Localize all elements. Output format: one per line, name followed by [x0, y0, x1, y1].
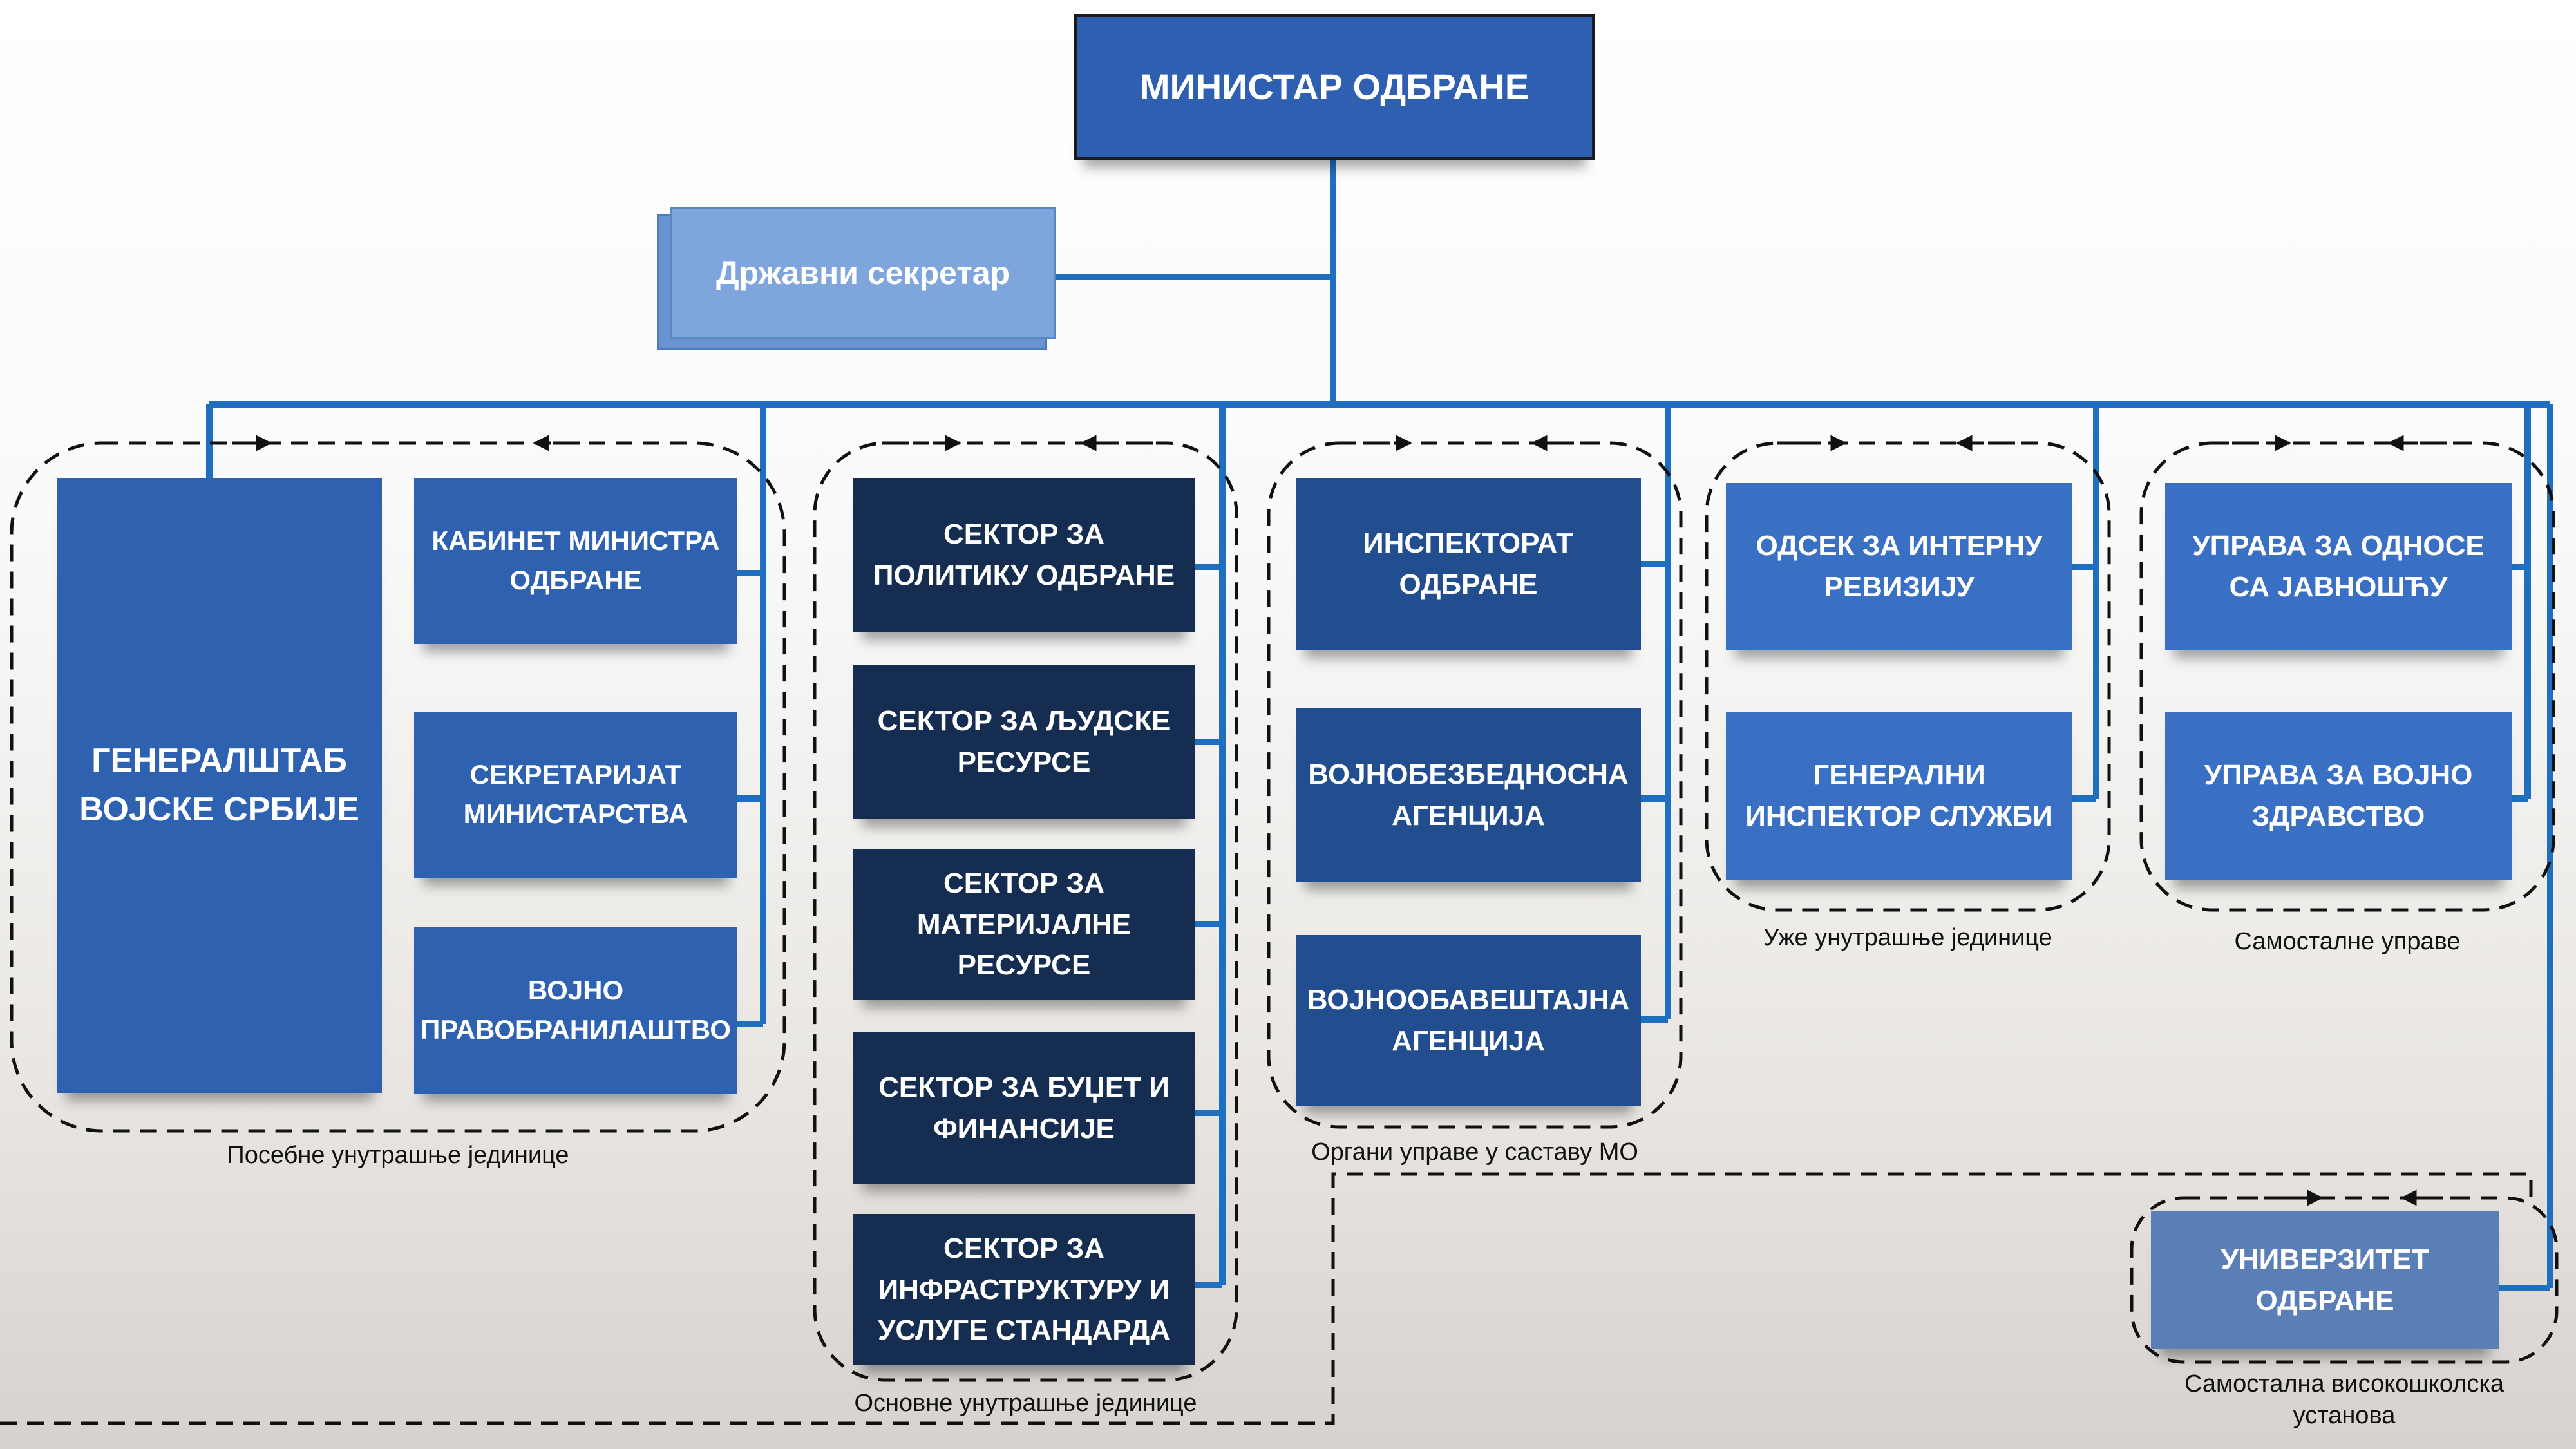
- core-unit-label: СЕКТОР ЗА БУЏЕТ И ФИНАНСИЈЕ: [878, 1071, 1170, 1144]
- special-unit-box: СЕКРЕТАРИЈАТ МИНИСТАРСТВА: [414, 712, 737, 878]
- general-staff-label: ГЕНЕРАЛШТАБ ВОЈСКЕ СРБИЈЕ: [79, 742, 359, 828]
- special-unit-label: КАБИНЕТ МИНИСТРА ОДБРАНЕ: [431, 526, 720, 595]
- general-staff-box: ГЕНЕРАЛШТАБ ВОЈСКЕ СРБИЈЕ: [57, 478, 382, 1093]
- special-units-caption: Посебне унутрашње јединице: [227, 1142, 569, 1169]
- core-unit-box: СЕКТОР ЗА ИНФРАСТРУКТУРУ И УСЛУГЕ СТАНДА…: [853, 1214, 1195, 1365]
- independent-admin-label: УПРАВА ЗА ОДНОСЕ СА ЈАВНОШЋУ: [2192, 530, 2485, 603]
- independent-admin-box: УПРАВА ЗА ВОЈНО ЗДРАВСТВО: [2165, 712, 2512, 880]
- admin-body-box: ИНСПЕКТОРАТ ОДБРАНЕ: [1296, 478, 1641, 650]
- university-box: УНИВЕРЗИТЕТ ОДБРАНЕ: [2151, 1211, 2499, 1349]
- admin-body-box: ВОЈНОБЕЗБЕДНОСНА АГЕНЦИЈА: [1296, 708, 1641, 882]
- core-unit-box: СЕКТОР ЗА БУЏЕТ И ФИНАНСИЈЕ: [853, 1032, 1195, 1184]
- narrow-unit-box: ГЕНЕРАЛНИ ИНСПЕКТОР СЛУЖБИ: [1726, 712, 2072, 880]
- university-caption: Самостална високошколска установа: [2184, 1370, 2504, 1430]
- independent-admin-label: УПРАВА ЗА ВОЈНО ЗДРАВСТВО: [2204, 759, 2473, 832]
- state-secretary-label: Државни секретар: [715, 255, 1010, 292]
- admin-body-label: ВОЈНОБЕЗБЕДНОСНА АГЕНЦИЈА: [1308, 759, 1629, 831]
- special-unit-label: СЕКРЕТАРИЈАТ МИНИСТАРСТВА: [463, 759, 688, 829]
- narrow-units-caption: Уже унутрашње јединице: [1763, 924, 2052, 951]
- core-unit-box: СЕКТОР ЗА ПОЛИТИКУ ОДБРАНЕ: [853, 478, 1195, 632]
- core-unit-box: СЕКТОР ЗА МАТЕРИЈАЛНЕ РЕСУРСЕ: [853, 849, 1195, 1000]
- university-label: УНИВЕРЗИТЕТ ОДБРАНЕ: [2221, 1243, 2429, 1316]
- core-units-caption: Основне унутрашње јединице: [854, 1390, 1197, 1417]
- core-unit-label: СЕКТОР ЗА ПОЛИТИКУ ОДБРАНЕ: [873, 518, 1175, 591]
- independent-admin-box: УПРАВА ЗА ОДНОСЕ СА ЈАВНОШЋУ: [2165, 483, 2512, 650]
- core-unit-label: СЕКТОР ЗА ЉУДСКЕ РЕСУРСЕ: [877, 705, 1171, 778]
- special-unit-box: КАБИНЕТ МИНИСТРА ОДБРАНЕ: [414, 478, 737, 644]
- core-unit-box: СЕКТОР ЗА ЉУДСКЕ РЕСУРСЕ: [853, 665, 1195, 819]
- narrow-unit-label: ГЕНЕРАЛНИ ИНСПЕКТОР СЛУЖБИ: [1745, 759, 2053, 832]
- narrow-unit-box: ОДСЕК ЗА ИНТЕРНУ РЕВИЗИЈУ: [1726, 483, 2072, 650]
- admin-body-label: ВОЈНООБАВЕШТАЈНА АГЕНЦИЈА: [1307, 983, 1630, 1057]
- minister-label: МИНИСТАР ОДБРАНЕ: [1139, 66, 1530, 108]
- core-unit-label: СЕКТОР ЗА ИНФРАСТРУКТУРУ И УСЛУГЕ СТАНДА…: [878, 1232, 1170, 1347]
- admin-bodies-caption: Органи управе у саставу МО: [1311, 1139, 1638, 1166]
- admin-body-label: ИНСПЕКТОРАТ ОДБРАНЕ: [1363, 527, 1574, 600]
- minister-box: МИНИСТАР ОДБРАНЕ: [1074, 14, 1595, 160]
- admin-body-box: ВОЈНООБАВЕШТАЈНА АГЕНЦИЈА: [1296, 935, 1641, 1106]
- special-unit-label: ВОЈНО ПРАВОБРАНИЛАШТВО: [421, 975, 731, 1045]
- narrow-unit-label: ОДСЕК ЗА ИНТЕРНУ РЕВИЗИЈУ: [1756, 530, 2043, 603]
- state-secretary-box: Државни секретар: [670, 207, 1056, 339]
- core-unit-label: СЕКТОР ЗА МАТЕРИЈАЛНЕ РЕСУРСЕ: [916, 867, 1132, 981]
- special-unit-box: ВОЈНО ПРАВОБРАНИЛАШТВО: [414, 927, 737, 1094]
- independent-admin-caption: Самосталне управе: [2234, 928, 2461, 955]
